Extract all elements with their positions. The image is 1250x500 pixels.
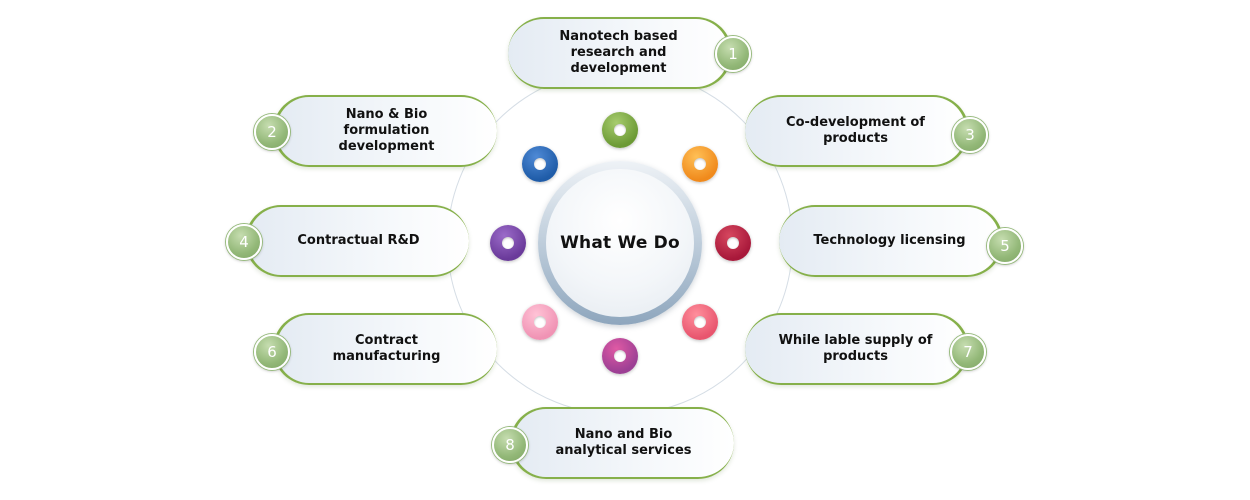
- service-pill-1: Nanotech based research and development: [508, 17, 732, 89]
- violet-dot-icon: [490, 225, 526, 261]
- green-dot-icon: [602, 112, 638, 148]
- number-badge-2: 2: [254, 114, 290, 150]
- service-label-7: While lable supply of products: [778, 333, 933, 364]
- number-badge-7: 7: [950, 334, 986, 370]
- service-pill-7: While lable supply of products: [745, 313, 969, 385]
- service-label-5: Technology licensing: [813, 233, 966, 248]
- orange-dot-icon: [682, 146, 718, 182]
- number-badge-3: 3: [952, 117, 988, 153]
- service-label-2: Nano & Bio formulation development: [338, 107, 435, 154]
- service-label-8: Nano and Bio analytical services: [555, 427, 692, 458]
- purple-dot-icon: [602, 338, 638, 374]
- center-hub-face: What We Do: [546, 169, 694, 317]
- service-label-3: Co-development of products: [786, 115, 925, 146]
- number-badge-5: 5: [987, 228, 1023, 264]
- service-pill-8: Nano and Bio analytical services: [510, 407, 734, 479]
- number-badge-4: 4: [226, 224, 262, 260]
- service-pill-6: Contract manufacturing: [273, 313, 497, 385]
- coral-dot-icon: [682, 304, 718, 340]
- service-label-4: Contractual R&D: [297, 233, 420, 248]
- pink-dot-icon: [522, 304, 558, 340]
- service-pill-5: Technology licensing: [779, 205, 1003, 277]
- service-pill-3: Co-development of products: [745, 95, 969, 167]
- blue-dot-icon: [522, 146, 558, 182]
- number-badge-6: 6: [254, 334, 290, 370]
- service-label-6: Contract manufacturing: [332, 333, 441, 364]
- service-pill-2: Nano & Bio formulation development: [273, 95, 497, 167]
- service-pill-4: Contractual R&D: [245, 205, 469, 277]
- service-label-1: Nanotech based research and development: [559, 29, 678, 76]
- center-hub: What We Do: [538, 161, 702, 325]
- center-title: What We Do: [560, 233, 680, 253]
- crimson-dot-icon: [715, 225, 751, 261]
- number-badge-1: 1: [715, 36, 751, 72]
- number-badge-8: 8: [492, 427, 528, 463]
